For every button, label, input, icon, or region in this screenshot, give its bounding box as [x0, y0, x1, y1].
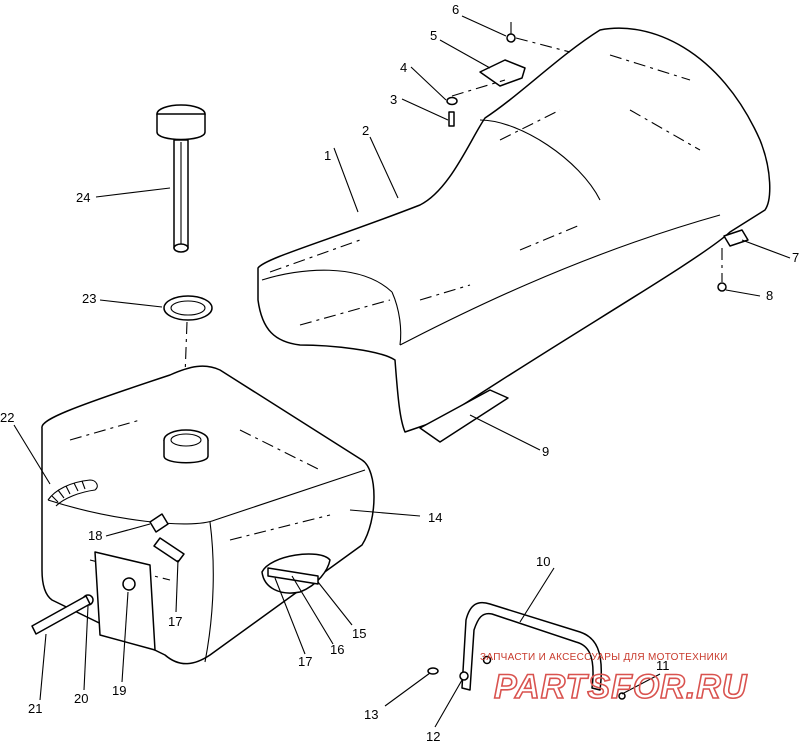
- callout-6: 6: [452, 2, 459, 17]
- callout-3: 3: [390, 92, 397, 107]
- callout-4: 4: [400, 60, 407, 75]
- watermark-logo: PARTSFOR.RU: [494, 668, 748, 706]
- side-plate: [94, 551, 156, 651]
- bracket-10: [461, 601, 602, 691]
- gasket-23: [163, 295, 213, 321]
- callout-17-left: 17: [168, 614, 182, 629]
- watermark-tagline: ЗАПЧАСТИ И АКСЕССУАРЫ ДЛЯ МОТОТЕХНИКИ: [480, 652, 728, 663]
- callout-16: 16: [330, 642, 344, 657]
- callout-14: 14: [428, 510, 442, 525]
- callout-13: 13: [364, 707, 378, 722]
- callout-23: 23: [82, 291, 96, 306]
- callout-22: 22: [0, 410, 14, 425]
- washer-4: [446, 96, 458, 106]
- latch-plate-5: [479, 59, 526, 87]
- callout-10: 10: [536, 554, 550, 569]
- callout-19: 19: [112, 683, 126, 698]
- latch-hardware: [446, 22, 571, 127]
- callout-20: 20: [74, 691, 88, 706]
- watermark: ЗАПЧАСТИ И АКСЕССУАРЫ ДЛЯ МОТОТЕХНИКИ PA…: [480, 652, 748, 707]
- fuel-tank: [31, 365, 375, 665]
- seat-base-strip: [419, 389, 509, 443]
- seat-cushion: [257, 27, 771, 433]
- leader-lines: [13, 15, 791, 728]
- callout-7: 7: [792, 250, 799, 265]
- callout-5: 5: [430, 28, 437, 43]
- callout-11: 11: [656, 658, 670, 673]
- callout-2: 2: [362, 123, 369, 138]
- screw-8: [717, 282, 727, 292]
- rear-bracket: [723, 229, 749, 247]
- fuel-gauge-assembly: [156, 104, 213, 431]
- screw-3: [448, 111, 455, 127]
- callout-8: 8: [766, 288, 773, 303]
- rear-bracket-assembly: [427, 601, 626, 700]
- fuel-line-21: [31, 595, 91, 635]
- callout-17-right: 17: [298, 654, 312, 669]
- seat-assembly: [257, 27, 771, 443]
- callout-12: 12: [426, 729, 440, 743]
- callout-18: 18: [88, 528, 102, 543]
- vent-hose-22: [47, 479, 98, 507]
- tank-body: [41, 365, 375, 665]
- callout-9: 9: [542, 444, 549, 459]
- callout-24: 24: [76, 190, 90, 205]
- callout-15: 15: [352, 626, 366, 641]
- callout-1: 1: [324, 148, 331, 163]
- grommet-19: [122, 577, 136, 591]
- callout-21: 21: [28, 701, 42, 716]
- nut-6: [506, 33, 516, 43]
